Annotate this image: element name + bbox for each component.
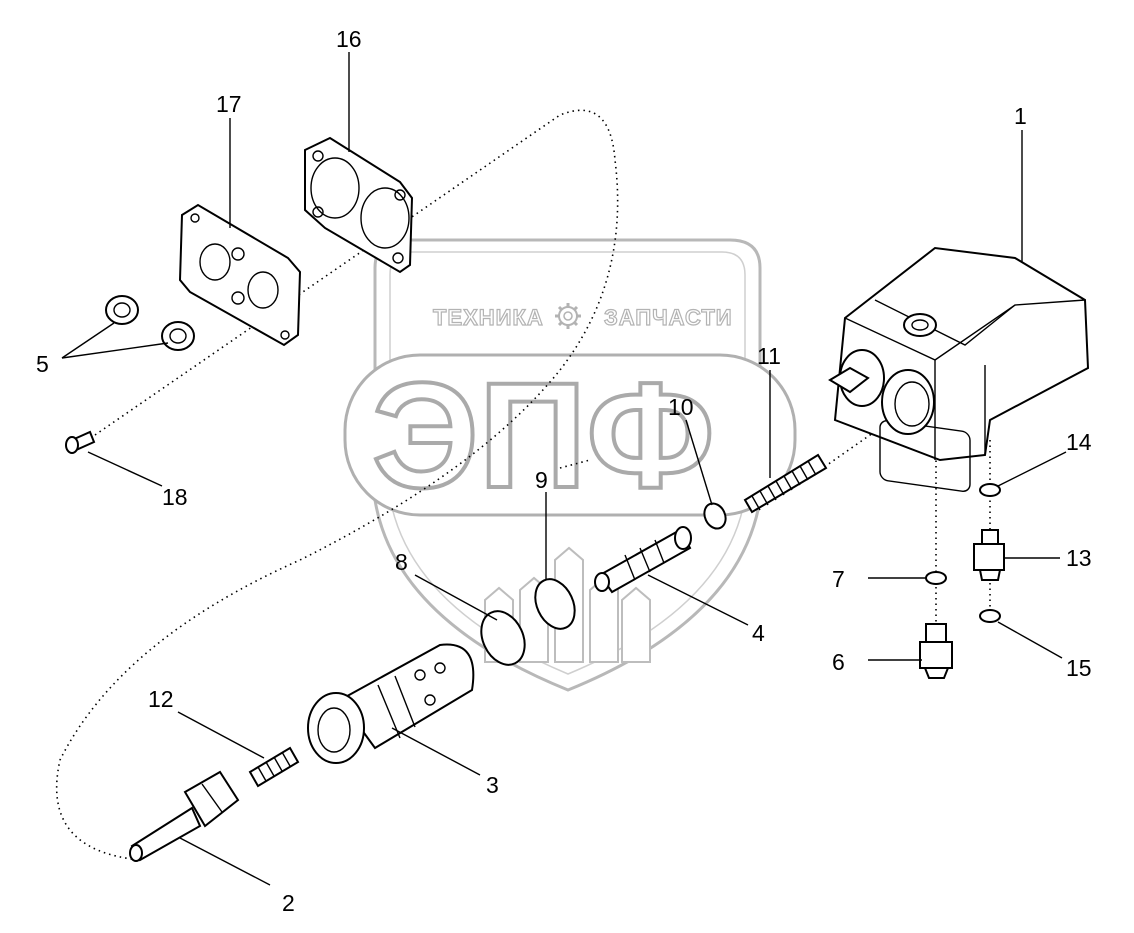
gear-icon bbox=[555, 303, 581, 329]
callout-8: 8 bbox=[395, 549, 408, 575]
assembly-path-spring bbox=[819, 427, 881, 471]
part-17-cover bbox=[178, 203, 302, 347]
part-5-seals bbox=[105, 295, 195, 351]
callout-5: 5 bbox=[36, 351, 49, 377]
leader-lines bbox=[61, 52, 1067, 886]
part-14-oring bbox=[979, 483, 1001, 497]
watermark-shield-inner bbox=[389, 251, 746, 675]
part-6-fitting bbox=[919, 623, 953, 679]
callout-17: 17 bbox=[216, 91, 242, 117]
callout-2: 2 bbox=[282, 890, 295, 916]
callout-7: 7 bbox=[832, 566, 845, 592]
callout-18: 18 bbox=[162, 484, 188, 510]
part-1-housing bbox=[828, 246, 1090, 492]
part-7-oring bbox=[925, 571, 947, 585]
part-12-spring bbox=[248, 746, 300, 788]
part-11-spring bbox=[743, 453, 828, 514]
callouts: 1 2 3 4 5 6 7 8 9 10 11 12 13 14 15 16 1… bbox=[36, 26, 1092, 916]
part-2-pin bbox=[129, 770, 240, 862]
watermark-text-right: ЗАПЧАСТИ bbox=[604, 305, 733, 330]
watermark-text-left: ТЕХНИКА bbox=[433, 305, 544, 330]
part-3-sleeve bbox=[307, 643, 475, 764]
part-8-oring bbox=[480, 610, 526, 666]
callout-10: 10 bbox=[668, 394, 694, 420]
part-15-oring bbox=[979, 609, 1001, 623]
callout-9: 9 bbox=[535, 467, 548, 493]
watermark-logo-text: ЭПФ bbox=[372, 351, 715, 519]
callout-4: 4 bbox=[752, 620, 765, 646]
callout-14: 14 bbox=[1066, 429, 1092, 455]
part-13-fitting bbox=[973, 529, 1005, 581]
part-18-screw bbox=[65, 430, 96, 454]
callout-11: 11 bbox=[757, 343, 781, 369]
part-4-spool bbox=[594, 526, 692, 594]
callout-15: 15 bbox=[1066, 655, 1092, 681]
callout-1: 1 bbox=[1014, 103, 1027, 129]
callout-13: 13 bbox=[1066, 545, 1092, 571]
callout-6: 6 bbox=[832, 649, 845, 675]
assembly-path-main bbox=[55, 109, 619, 861]
part-16-gasket bbox=[304, 136, 414, 274]
watermark-band bbox=[343, 353, 797, 517]
callout-16: 16 bbox=[336, 26, 362, 52]
callout-3: 3 bbox=[486, 772, 499, 798]
part-9-oring bbox=[534, 578, 576, 630]
assembly-lines bbox=[55, 109, 991, 861]
callout-12: 12 bbox=[148, 686, 174, 712]
part-10-oring bbox=[703, 502, 727, 530]
